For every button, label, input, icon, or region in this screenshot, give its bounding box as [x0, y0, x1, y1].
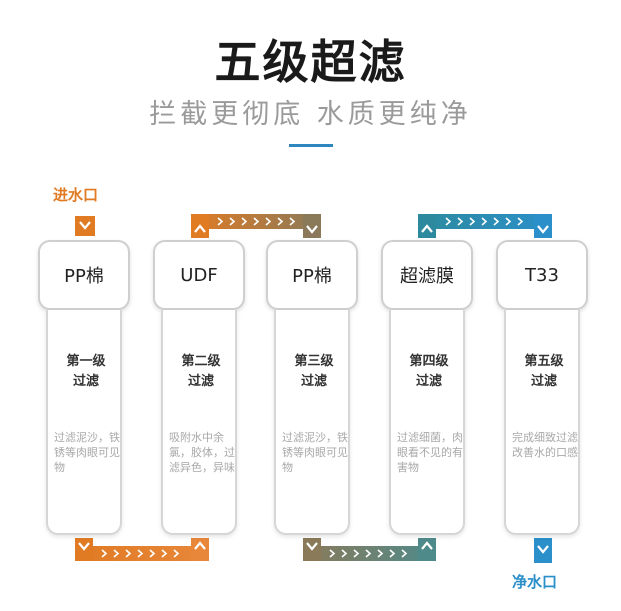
- chevron-down-icon: [306, 225, 318, 234]
- chevron-up-icon: [194, 224, 206, 233]
- filter-stage: 第三级 过滤: [294, 354, 334, 389]
- chevron-up-icon: [194, 541, 206, 550]
- outlet-tab: [534, 538, 552, 563]
- filter-name: UDF: [153, 240, 245, 310]
- bottom-connector-3-4: [303, 538, 436, 561]
- filter-description: 过滤泥沙，铁锈等肉眼可见物: [282, 431, 348, 474]
- title-underline: [289, 144, 333, 147]
- chevron-down-icon: [79, 221, 91, 230]
- filter-stage: 第一级 过滤: [66, 354, 106, 389]
- filter-description: 完成细致过滤改善水的口感: [512, 431, 578, 459]
- filter-body: 第四级 过滤 过滤细菌，肉眼看不见的有害物: [389, 310, 465, 535]
- top-connector-2-3: [191, 214, 321, 238]
- chevron-right-icon: [445, 217, 524, 226]
- filter-body: 第二级 过滤 吸附水中余氯，胶体，过滤异色，异味: [161, 310, 237, 535]
- chevron-down-icon: [537, 225, 549, 234]
- chevron-up-icon: [421, 224, 433, 233]
- chevron-down-icon: [537, 545, 549, 554]
- filter-body: 第一级 过滤 过滤泥沙，铁锈等肉眼可见物: [46, 310, 122, 535]
- filter-body: 第三级 过滤 过滤泥沙，铁锈等肉眼可见物: [274, 310, 350, 535]
- filter-description: 过滤细菌，肉眼看不见的有害物: [397, 431, 463, 474]
- chevron-right-icon: [217, 217, 296, 226]
- filter-name: T33: [496, 240, 588, 310]
- filter-stage: 第二级 过滤: [181, 354, 221, 389]
- chevron-right-icon: [329, 549, 408, 558]
- inlet-tab: [75, 216, 95, 236]
- filter-description: 吸附水中余氯，胶体，过滤异色，异味: [169, 431, 235, 474]
- chevron-down-icon: [78, 542, 90, 551]
- chevron-down-icon: [306, 542, 318, 551]
- page-subtitle: 拦截更彻底 水质更纯净: [149, 99, 472, 130]
- filter-name: PP棉: [38, 240, 130, 310]
- filter-stage: 第五级 过滤: [524, 354, 564, 389]
- filter-name: PP棉: [266, 240, 358, 310]
- outlet-label: 净水口: [512, 573, 558, 591]
- inlet-label: 进水口: [53, 186, 99, 204]
- bottom-connector-1-2: [75, 538, 209, 561]
- page-title: 五级超滤: [214, 35, 407, 89]
- chevron-right-icon: [101, 549, 180, 558]
- filter-body: 第五级 过滤 完成细致过滤改善水的口感: [504, 310, 580, 535]
- top-connector-4-5: [418, 214, 552, 238]
- filter-stage: 第四级 过滤: [409, 354, 449, 389]
- filter-name: 超滤膜: [381, 240, 473, 310]
- filter-description: 过滤泥沙，铁锈等肉眼可见物: [54, 431, 120, 474]
- chevron-up-icon: [421, 541, 433, 550]
